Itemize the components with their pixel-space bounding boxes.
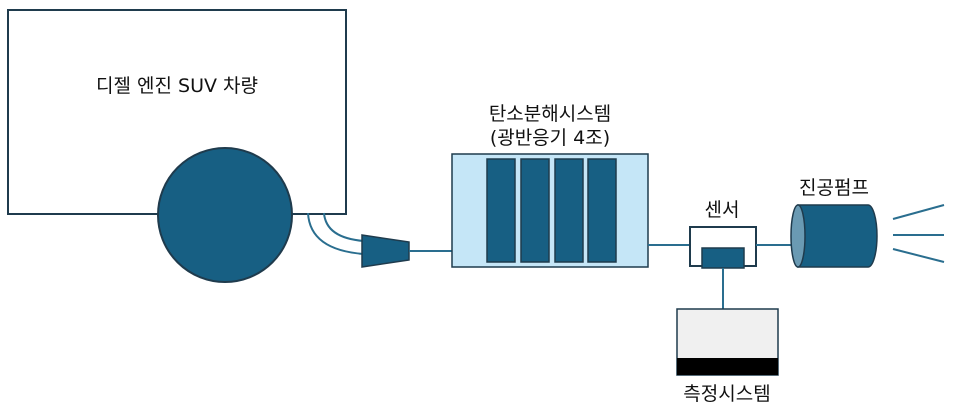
exhaust-pipe-outer: [307, 212, 365, 255]
vehicle-wheel: [157, 147, 293, 283]
vacuum-pump-face: [790, 204, 806, 268]
exhaust-funnel: [361, 234, 410, 268]
outlet-line-top: [892, 204, 945, 220]
measurement-system-base: [677, 358, 778, 375]
photoreactor-2: [520, 158, 550, 263]
photoreactor-1: [486, 158, 516, 263]
photoreactor-3: [554, 158, 584, 263]
outlet-line-bottom: [892, 248, 945, 263]
vehicle-label: 디젤 엔진 SUV 차량: [96, 75, 258, 97]
vacuum-pump-body: [797, 204, 878, 268]
exhaust-pipe-inner: [323, 212, 365, 242]
pump-label: 진공펌프: [799, 177, 869, 199]
decomposer-label-line1: 탄소분해시스템: [489, 103, 611, 125]
carbon-decomposer-box: [451, 153, 649, 268]
sensor-element: [701, 247, 745, 269]
sensor-label: 센서: [705, 199, 740, 221]
decomposer-label-line2: (광반응기 4조): [490, 127, 610, 149]
measurement-label: 측정시스템: [683, 383, 770, 405]
photoreactor-4: [587, 158, 617, 263]
